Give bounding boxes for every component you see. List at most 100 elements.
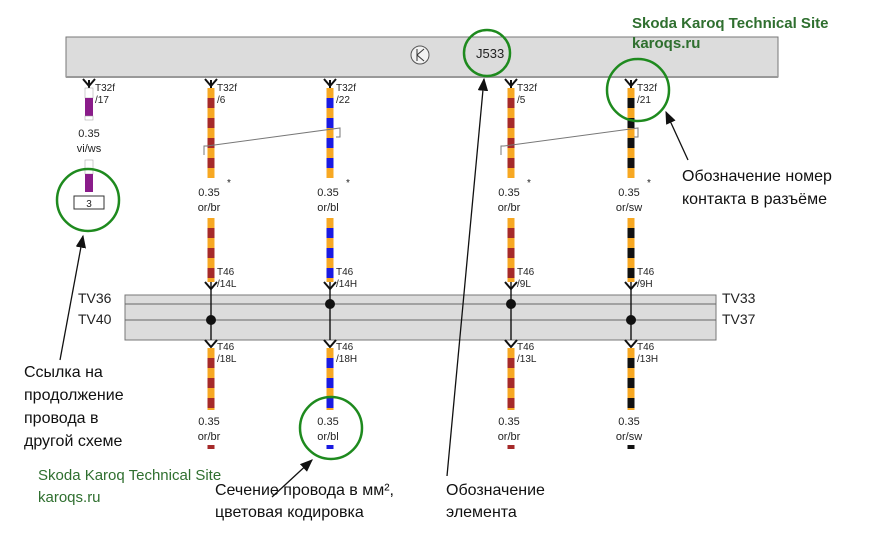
twist-marker-left	[203, 127, 341, 155]
wire-3-seg	[507, 388, 515, 398]
watermark-top-site: karoqs.ru	[632, 35, 700, 52]
wire-4-color: or/sw	[616, 202, 642, 214]
wire-3-mid: T46	[517, 267, 535, 278]
wire-2-low-color: or/bl	[317, 431, 338, 443]
wire-3-seg	[507, 108, 515, 118]
tv-right-top: TV33	[722, 290, 756, 306]
wire-3-seg	[507, 378, 515, 388]
watermark-top-title: Skoda Karoq Technical Site	[632, 15, 828, 32]
wire-3-seg	[507, 268, 515, 278]
wire-1-bus-node	[206, 315, 216, 325]
watermark-bottom-title: Skoda Karoq Technical Site	[38, 467, 221, 484]
wire-1-seg	[207, 348, 215, 358]
wire-4-low-size: 0.35	[618, 416, 639, 428]
wire-3-color: or/br	[498, 202, 521, 214]
wire-3-seg	[507, 348, 515, 358]
wire-3-low-color: or/br	[498, 431, 521, 443]
wire-4-seg	[627, 158, 635, 168]
annotation-pin: Обозначение номер контакта в разъёме	[682, 168, 836, 208]
wire-0-seg-e	[85, 174, 93, 192]
wire-4-seg	[627, 88, 635, 98]
wire-4-seg	[627, 148, 635, 158]
wire-2-seg	[326, 368, 334, 378]
wire-1-seg	[207, 258, 215, 268]
wire-4-mid: T46	[637, 267, 655, 278]
wire-1-seg	[207, 268, 215, 278]
wire-2-top: T32f	[336, 83, 356, 94]
wire-4-seg	[627, 258, 635, 268]
wire-3-seg	[507, 228, 515, 238]
wire-1-seg	[207, 98, 215, 108]
wire-2-seg	[326, 378, 334, 388]
connector-symbol-icon	[204, 339, 218, 349]
wire-2-seg	[326, 358, 334, 368]
connector-symbol-icon	[504, 339, 518, 349]
connector-symbol-icon	[624, 339, 638, 349]
wire-1-low-color: or/br	[198, 431, 221, 443]
wire-1-seg	[207, 358, 215, 368]
watermark-bottom-site: karoqs.ru	[38, 489, 101, 506]
wire-0: T32f /17 0.35 vi/ws 3	[73, 78, 115, 210]
highlight-section	[298, 395, 364, 461]
wire-0-seg-b	[85, 98, 93, 116]
bus-band	[124, 294, 717, 341]
wire-0-seg-d	[84, 159, 94, 175]
wire-1-seg	[207, 408, 215, 410]
wire-2-seg	[326, 88, 334, 98]
wire-2-seg	[326, 228, 334, 238]
wire-3-stub	[507, 445, 515, 449]
wire-3-seg	[507, 248, 515, 258]
wire-2-seg	[326, 258, 334, 268]
wire-2-seg	[326, 218, 334, 228]
wire-4-low-pin: /13H	[637, 354, 658, 365]
wire-3-top-pin: /5	[517, 95, 526, 106]
wire-0-color: vi/ws	[77, 143, 102, 155]
reference-box	[73, 195, 105, 210]
wire-1-seg	[207, 88, 215, 98]
wire-0-top-pin: /17	[95, 95, 109, 106]
wire-1-seg	[207, 118, 215, 128]
wire-1-seg	[207, 398, 215, 408]
wire-4-seg	[627, 388, 635, 398]
wire-2-color: or/bl	[317, 202, 338, 214]
wire-3-star: *	[527, 178, 531, 189]
wire-3-bus-node	[506, 299, 516, 309]
wire-1-star: *	[227, 178, 231, 189]
wire-1-seg	[207, 138, 215, 148]
wire-2-size: 0.35	[317, 187, 338, 199]
wire-4-seg	[627, 348, 635, 358]
wire-0-ref: 3	[86, 199, 92, 210]
wire-4-size: 0.35	[618, 187, 639, 199]
wire-1-top-pin: /6	[217, 95, 226, 106]
wire-4-seg	[627, 118, 635, 128]
wire-4-seg	[627, 248, 635, 258]
wire-1-seg	[207, 238, 215, 248]
wire-4-top-pin: /21	[637, 95, 651, 106]
wire-1-mid-pin: /14L	[217, 279, 237, 290]
wire-1-seg	[207, 388, 215, 398]
wire-3-size: 0.35	[498, 187, 519, 199]
wire-4-seg	[627, 398, 635, 408]
wire-3-seg	[507, 218, 515, 228]
wire-3-seg	[507, 128, 515, 138]
wire-3-seg	[507, 398, 515, 408]
wire-2-seg	[326, 398, 334, 408]
wire-3-low: T46	[517, 342, 535, 353]
wire-1-stub	[207, 445, 215, 449]
wire-1-low: T46	[217, 342, 235, 353]
wire-3-seg	[507, 98, 515, 108]
wire-1-size: 0.35	[198, 187, 219, 199]
tv-left-top: TV36	[78, 290, 112, 306]
wire-3-low-size: 0.35	[498, 416, 519, 428]
wire-1-top: T32f	[217, 83, 237, 94]
wire-3-seg	[507, 118, 515, 128]
wire-4-star: *	[647, 178, 651, 189]
wire-2-bus-node	[325, 299, 335, 309]
wire-2-mid-pin: /14H	[336, 279, 357, 290]
wire-4-low: T46	[637, 342, 655, 353]
wire-4-seg	[627, 278, 635, 282]
